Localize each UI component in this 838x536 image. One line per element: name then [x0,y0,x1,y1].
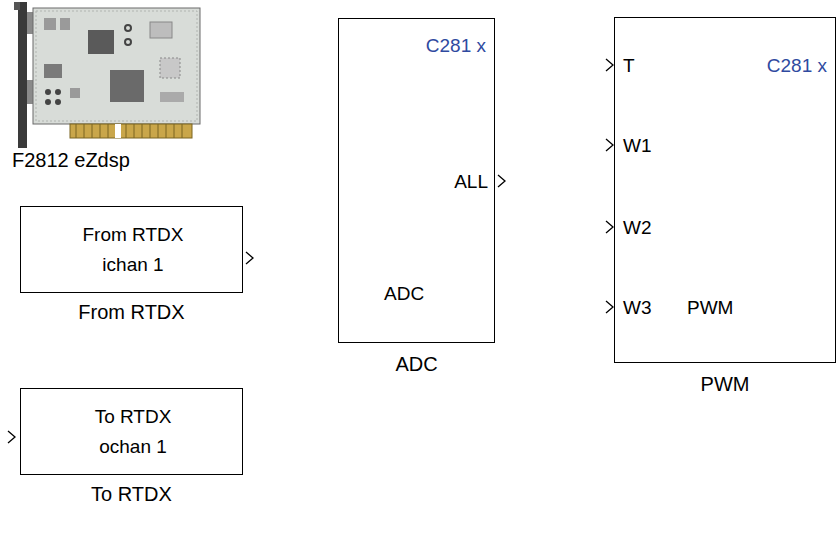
chip-label: C281 x [426,31,486,61]
port-label: W2 [623,213,652,243]
block-caption: ADC [339,352,494,376]
block-type: ADC [384,279,424,309]
chip-label: C281 x [767,51,827,81]
block-caption: From RTDX [21,300,242,324]
rtdx-input-block: From RTDX ichan 1From RTDX [20,206,243,293]
adc-block: C281 xALLADCADC [338,18,495,343]
block-text: To RTDX ochan 1 [68,402,198,462]
port-label: W1 [623,131,652,161]
ezdsp-board-icon [14,2,200,148]
rtdx-output-block: To RTDX ochan 1To RTDX [20,388,243,475]
block-caption: To RTDX [21,482,242,506]
block-type: PWM [687,293,733,323]
port-chevrons [8,59,613,443]
port-label: ALL [454,167,488,197]
board-name: F2812 eZdsp [12,148,130,172]
block-text: From RTDX ichan 1 [68,220,198,280]
block-caption: PWM [615,372,835,396]
port-label: T [623,51,635,81]
pwm-block: TW1W2W3C281 xPWMPWM [614,17,836,363]
port-label: W3 [623,293,652,323]
